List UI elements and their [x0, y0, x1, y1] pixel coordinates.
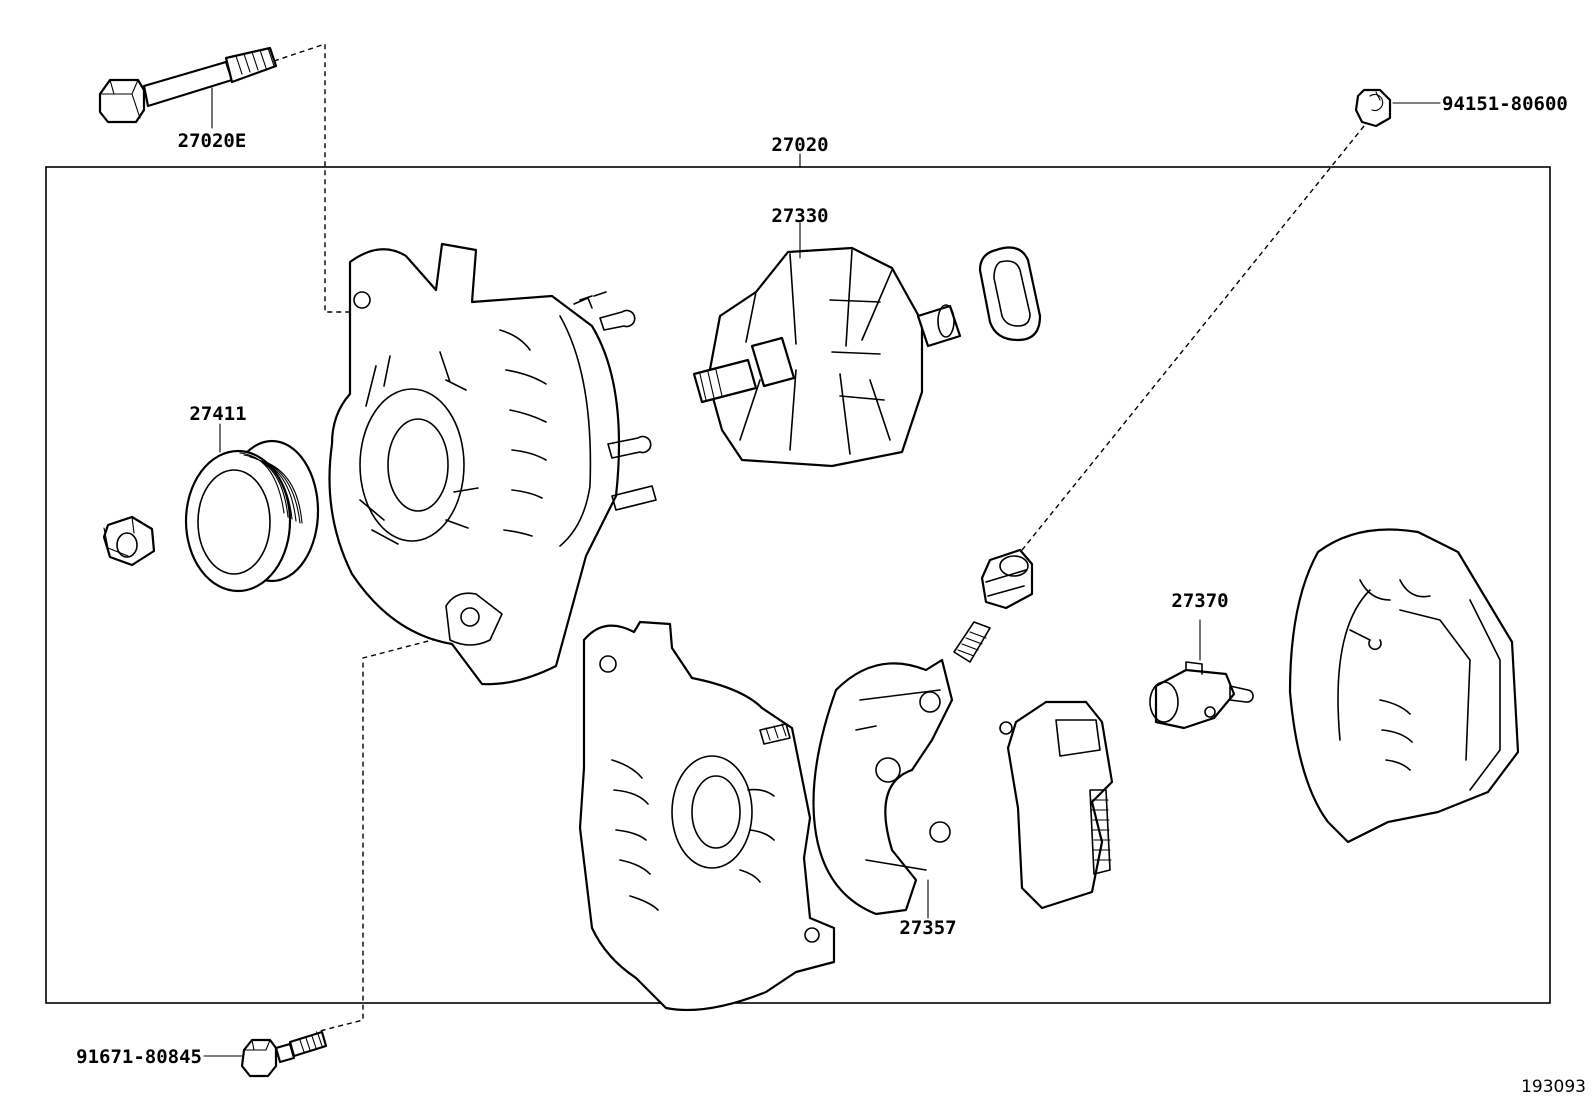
label-rotor: 27330	[771, 205, 828, 227]
rotor-icon	[692, 246, 962, 468]
gasket-icon	[978, 246, 1042, 342]
terminal-insulator-icon	[980, 548, 1034, 610]
brush-holder-icon	[999, 700, 1114, 910]
label-assembly: 27020	[771, 134, 828, 156]
cap-nut-dashed-line	[1013, 125, 1365, 561]
label-regulator: 27370	[1171, 590, 1228, 612]
rear-housing-icon	[578, 620, 836, 1012]
label-bolt-top: 27020E	[178, 130, 247, 152]
hex-nut-icon	[102, 515, 156, 567]
bolt-top-dashed-line	[273, 43, 350, 313]
pulley-icon	[184, 439, 320, 593]
assembly-frame	[45, 166, 1551, 1004]
regulator-icon	[1149, 661, 1254, 730]
rectifier-icon	[812, 621, 991, 916]
label-cap-nut: 94151-80600	[1442, 93, 1568, 115]
label-rectifier: 27357	[899, 917, 956, 939]
cap-nut-icon	[1354, 88, 1392, 128]
bolt-bottom-dashed-line	[315, 631, 464, 1033]
figure-id: 193093	[1521, 1077, 1586, 1097]
label-bolt-bottom: 91671-80845	[76, 1046, 202, 1068]
bolt-top-icon	[98, 46, 278, 124]
drive-end-housing-icon	[328, 242, 657, 686]
rear-cover-icon	[1288, 528, 1520, 844]
label-pulley: 27411	[189, 403, 246, 425]
bolt-bottom-icon	[240, 1030, 328, 1078]
